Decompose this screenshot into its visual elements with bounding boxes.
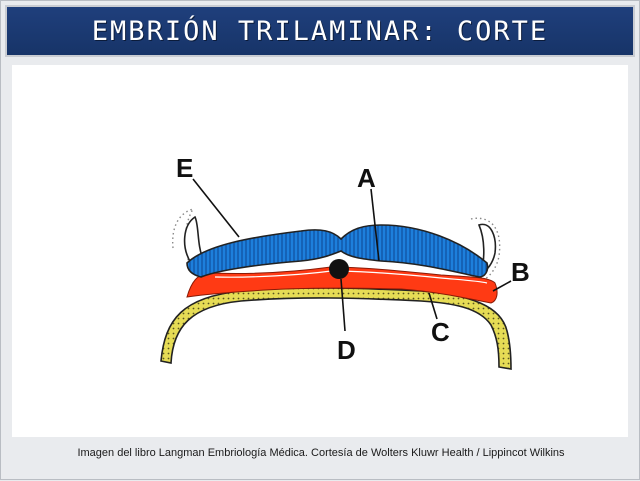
label-d: D [337, 335, 356, 365]
slide-title: EMBRIÓN TRILAMINAR: CORTE [91, 15, 549, 47]
label-e: E [176, 153, 193, 183]
left-amnion-fold [183, 215, 205, 264]
notochord [329, 259, 349, 279]
right-amnion-fold [477, 223, 497, 275]
title-bar: EMBRIÓN TRILAMINAR: CORTE [5, 5, 635, 57]
mesoderm-split-line [214, 270, 488, 284]
leader-line-a [370, 188, 380, 262]
label-c: C [431, 317, 450, 347]
leader-line-e [192, 178, 240, 238]
leader-line-b [492, 280, 512, 292]
label-b: B [511, 257, 530, 287]
right-amnion-edge [470, 217, 501, 280]
ectoderm-layer [186, 224, 489, 278]
image-credit-caption: Imagen del libro Langman Embriología Méd… [77, 447, 565, 459]
endoderm-layer [160, 287, 512, 370]
leader-line-d [340, 278, 346, 332]
leader-line-c [428, 292, 438, 320]
label-a: A [357, 163, 376, 193]
